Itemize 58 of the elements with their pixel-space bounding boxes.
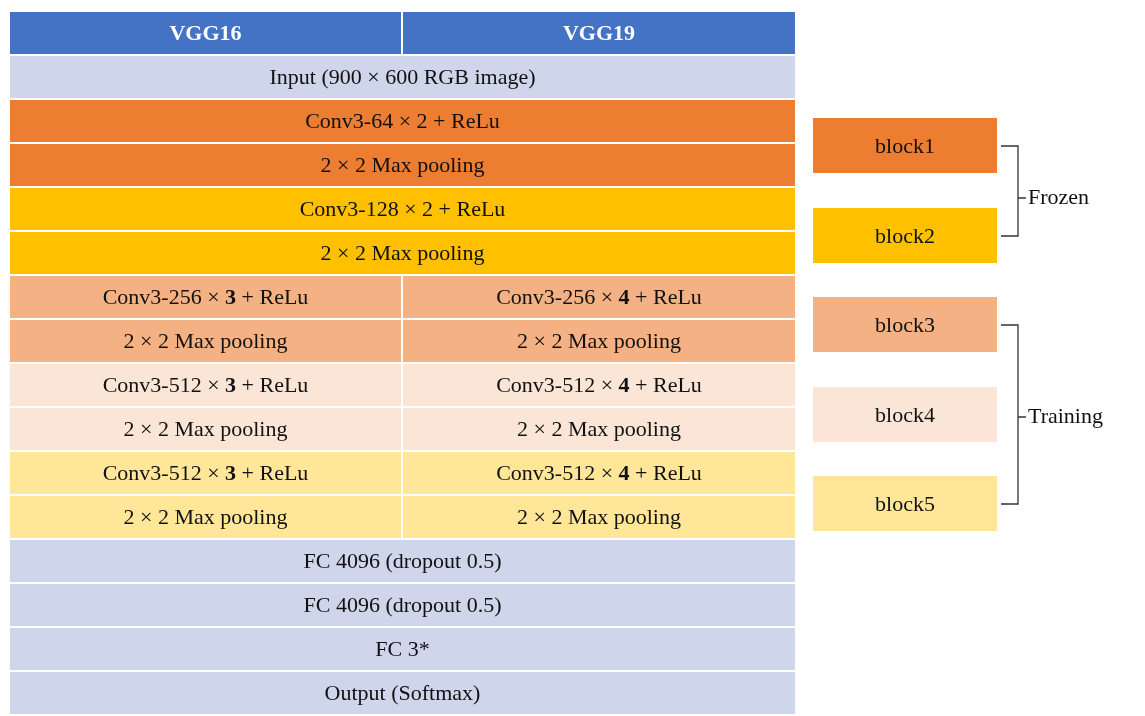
group-label: Frozen xyxy=(1028,184,1090,210)
cell-text: block1 xyxy=(875,132,935,159)
cell-text: 2 × 2 Max pooling xyxy=(320,152,485,178)
layer-cell xyxy=(403,408,795,450)
block-box xyxy=(813,118,997,173)
layer-cell xyxy=(403,452,795,494)
cell-text: 2 × 2 Max pooling xyxy=(517,504,681,530)
block-box xyxy=(813,297,997,352)
cell-text: Conv3-256 × 3 + ReLu xyxy=(102,284,309,310)
column-header xyxy=(10,12,401,54)
block-box xyxy=(813,387,997,442)
layer-cell xyxy=(10,452,401,494)
cell-text: Conv3-512 × 4 + ReLu xyxy=(496,372,702,398)
cell-text: Conv3-512 × 3 + ReLu xyxy=(102,372,309,398)
layer-cell xyxy=(403,496,795,538)
layer-cell xyxy=(10,408,401,450)
cell-text: Conv3-128 × 2 + ReLu xyxy=(299,196,506,222)
cell-text: 2 × 2 Max pooling xyxy=(123,504,288,530)
block-box xyxy=(813,208,997,263)
cell-text: Input (900 × 600 RGB image) xyxy=(269,64,536,90)
layer-cell xyxy=(10,584,795,626)
column-header xyxy=(403,12,795,54)
layer-cell xyxy=(10,672,795,714)
cell-text: 2 × 2 Max pooling xyxy=(320,240,485,266)
cell-text: FC 4096 (dropout 0.5) xyxy=(303,548,502,574)
layer-cell xyxy=(10,320,401,362)
cell-text: block2 xyxy=(875,222,935,249)
layer-cell xyxy=(10,232,795,274)
cell-text: block3 xyxy=(875,311,935,338)
cell-text: block4 xyxy=(875,401,935,428)
cell-text: Output (Softmax) xyxy=(324,680,481,706)
cell-text: 2 × 2 Max pooling xyxy=(123,416,288,442)
layer-cell xyxy=(403,320,795,362)
layer-cell xyxy=(10,540,795,582)
cell-text: Conv3-64 × 2 + ReLu xyxy=(305,108,500,134)
cell-text: Conv3-512 × 4 + ReLu xyxy=(496,460,702,486)
layer-cell xyxy=(403,276,795,318)
group-label: Training xyxy=(1028,403,1103,429)
cell-text: 2 × 2 Max pooling xyxy=(517,416,681,442)
cell-text: Conv3-256 × 4 + ReLu xyxy=(496,284,702,310)
cell-text: FC 3* xyxy=(375,636,430,662)
layer-cell xyxy=(403,364,795,406)
layer-cell xyxy=(10,144,795,186)
layer-cell xyxy=(10,364,401,406)
layer-cell xyxy=(10,276,401,318)
cell-text: Conv3-512 × 3 + ReLu xyxy=(102,460,309,486)
cell-text: FC 4096 (dropout 0.5) xyxy=(303,592,502,618)
cell-text: 2 × 2 Max pooling xyxy=(517,328,681,354)
layer-cell xyxy=(10,100,795,142)
layer-cell xyxy=(10,496,401,538)
block-box xyxy=(813,476,997,531)
cell-text: VGG16 xyxy=(169,20,242,46)
layer-cell xyxy=(10,628,795,670)
cell-text: block5 xyxy=(875,490,935,517)
layer-cell xyxy=(10,188,795,230)
layer-cell xyxy=(10,56,795,98)
cell-text: VGG19 xyxy=(562,20,636,46)
cell-text: 2 × 2 Max pooling xyxy=(123,328,288,354)
